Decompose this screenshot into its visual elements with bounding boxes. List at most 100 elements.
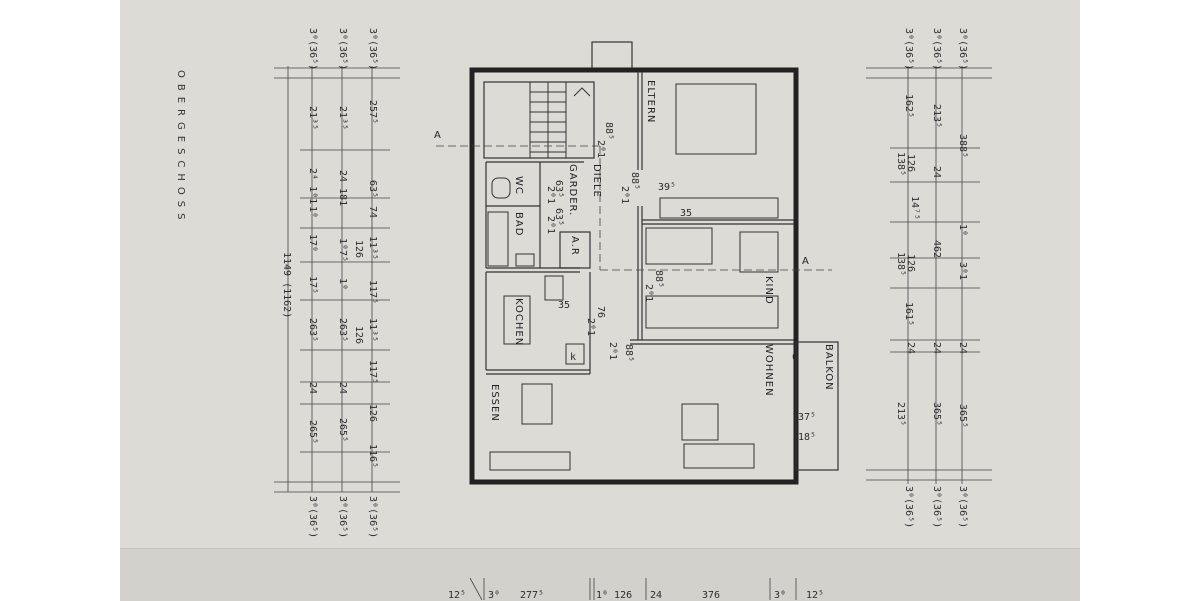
left-total-dim: 1149 (1162) bbox=[281, 252, 292, 318]
right-col2-dim: 14⁷⁵ bbox=[909, 196, 920, 220]
right-col1-end-bottom: 3⁰(36⁵) bbox=[903, 486, 914, 528]
room-balkon: BALKON bbox=[823, 344, 834, 391]
left-col3-dim: 63⁵ bbox=[367, 180, 378, 198]
room-diele: DIELE bbox=[591, 164, 602, 198]
left-col2-dim: 24 181 bbox=[337, 170, 348, 206]
bottom-dim: 12⁵ bbox=[448, 590, 466, 600]
door-dim: 2⁰1 bbox=[585, 318, 596, 336]
right-col3-dim: 1⁰ bbox=[957, 224, 968, 236]
left-col3-dim: 126 bbox=[353, 326, 364, 344]
left-col1-dim: 263⁵ bbox=[307, 318, 318, 342]
bottom-dim: 3⁰ bbox=[488, 590, 500, 600]
bathtub bbox=[487, 211, 509, 267]
balcony-outline bbox=[795, 341, 839, 471]
bottom-dimension-chain: 12⁵ 3⁰ 277⁵ 1⁰ 126 24 376 3⁰ 12⁵ bbox=[448, 577, 824, 600]
door-dim: 2⁰1 bbox=[619, 186, 630, 204]
left-col3-dim: 257⁵ bbox=[367, 100, 378, 124]
left-col3-dim: 11³⁵ bbox=[367, 236, 378, 260]
left-col1-dim: 2⁴ 1⁰1 bbox=[307, 168, 318, 204]
plan-dim: 35 bbox=[680, 208, 692, 219]
room-bad: BAD bbox=[513, 212, 524, 236]
right-col3-end-bottom: 3⁰(36⁵) bbox=[957, 486, 968, 528]
left-col2-dim: 265⁵ bbox=[337, 418, 348, 442]
wardrobe bbox=[659, 197, 779, 219]
right-col3-end-top: 3⁰(36⁵) bbox=[957, 28, 968, 70]
bottom-dim: 24 bbox=[650, 590, 662, 600]
left-col1-dim: 24 bbox=[307, 382, 318, 394]
sofa bbox=[683, 443, 755, 469]
door-dim: 76 bbox=[595, 306, 606, 318]
plan-dim: 35 bbox=[558, 300, 570, 311]
kind-desk bbox=[739, 231, 779, 273]
outer-walls bbox=[469, 67, 799, 485]
bottom-dim: 3⁰ bbox=[774, 590, 786, 600]
left-col3-dim: 126 bbox=[367, 404, 378, 422]
next-page-strip bbox=[120, 548, 1080, 601]
right-col2-end-bottom: 3⁰(36⁵) bbox=[931, 486, 942, 528]
dining-table bbox=[521, 383, 553, 425]
room-kochen: KOCHEN bbox=[513, 298, 524, 346]
left-col3-dim: 126 bbox=[353, 240, 364, 258]
left-col1-dim: 265⁵ bbox=[307, 420, 318, 444]
right-col2-end-top: 3⁰(36⁵) bbox=[931, 28, 942, 70]
right-col2-dim: 126 bbox=[905, 154, 916, 172]
right-col1-end-top: 3⁰(36⁵) bbox=[903, 28, 914, 70]
abstellraum bbox=[559, 231, 591, 269]
door-dim: 2⁰1 bbox=[643, 284, 654, 302]
left-col2-dim: 1⁰7⁵ bbox=[337, 238, 348, 262]
left-col1-dim: 17⁵ bbox=[307, 276, 318, 294]
door-dim: 2⁰1 bbox=[607, 342, 618, 360]
double-bed bbox=[675, 83, 757, 155]
right-col1-dim: 213⁵ bbox=[895, 402, 906, 426]
left-col1-dim: 17⁰ bbox=[307, 234, 318, 252]
sheet-title: OBERGESCHOSS bbox=[175, 70, 186, 225]
door-dim: 2⁰1 bbox=[545, 186, 556, 204]
section-mark-right: A bbox=[802, 256, 810, 267]
right-col2-dim: 213⁵ bbox=[931, 104, 942, 128]
left-col2-dim: 1⁰ bbox=[337, 278, 348, 290]
left-col3-dim: 117⁵ bbox=[367, 360, 378, 384]
door-dim: 2⁰1 bbox=[595, 140, 606, 158]
left-col2-end-top: 3⁰(36⁵) bbox=[337, 28, 348, 70]
washbasin bbox=[515, 253, 535, 267]
bottom-dim: 376 bbox=[702, 590, 720, 600]
right-col3-dim: 388⁵ bbox=[957, 134, 968, 158]
left-col2-dim: 24 bbox=[337, 382, 348, 394]
door-dim: 88⁵ bbox=[623, 344, 634, 362]
fridge bbox=[565, 343, 585, 365]
plan-dim: 39⁵ bbox=[658, 182, 676, 193]
room-wohnen: WOHNEN bbox=[763, 344, 774, 397]
left-col1-end-bottom: 3⁰(36⁵) bbox=[307, 496, 318, 538]
right-col1-dim: 138⁵ bbox=[895, 252, 906, 276]
bottom-dim: 12⁵ bbox=[806, 590, 824, 600]
bottom-dim: 1⁰ 126 bbox=[596, 590, 632, 600]
door-dim: 88⁵ bbox=[653, 270, 664, 288]
chimney bbox=[591, 41, 633, 71]
left-col1-dim: 1⁰ bbox=[307, 206, 318, 218]
left-col1-end-top: 3⁰(36⁵) bbox=[307, 28, 318, 70]
right-col2-dim: 24 bbox=[931, 166, 942, 178]
section-mark-left: A bbox=[434, 130, 442, 141]
room-essen: ESSEN bbox=[489, 384, 500, 422]
right-col3-dim: 462 bbox=[931, 240, 942, 258]
room-wc: WC bbox=[513, 176, 524, 195]
left-col3-dim: 74 bbox=[367, 206, 378, 218]
kind-wardrobe bbox=[645, 295, 779, 329]
left-col1-dim: 21³⁵ bbox=[307, 106, 318, 130]
right-col2-dim: 365⁵ bbox=[931, 402, 942, 426]
left-col3-dim: 116⁵ bbox=[367, 444, 378, 468]
right-col1-dim: 138⁵ bbox=[895, 152, 906, 176]
left-col2-end-bottom: 3⁰(36⁵) bbox=[337, 496, 348, 538]
plan-dim: 18⁵ bbox=[798, 432, 816, 443]
sideboard bbox=[489, 451, 571, 471]
left-col2-dim: 263⁵ bbox=[337, 318, 348, 342]
plan-dim: 137⁵ bbox=[792, 412, 816, 423]
right-col3-dim: 3⁰1 bbox=[957, 262, 968, 280]
door-dim: 63⁵ bbox=[553, 208, 564, 226]
bottom-dim: 277⁵ bbox=[520, 590, 544, 600]
coffee-table bbox=[681, 403, 719, 441]
left-col2-dim: 21³⁵ bbox=[337, 106, 348, 130]
room-garder: GARDER. bbox=[567, 164, 578, 216]
door-dim: 2⁰1 bbox=[545, 216, 556, 234]
